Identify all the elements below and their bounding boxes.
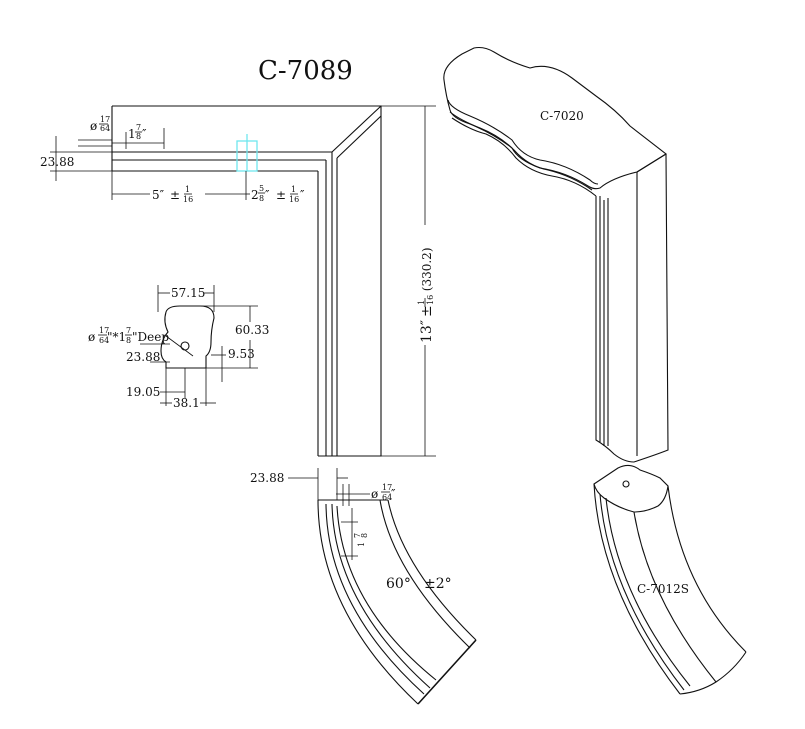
- svg-text:1: 1: [185, 185, 190, 194]
- svg-text:ø: ø: [88, 330, 95, 344]
- svg-text:16: 16: [183, 195, 193, 204]
- svg-text:C-7012S: C-7012S: [637, 582, 689, 596]
- svg-text:1: 1: [291, 185, 296, 194]
- c7012s-isometric: C-7012S: [593, 464, 747, 695]
- svg-text:2: 2: [251, 188, 259, 202]
- svg-text:"*1: "*1: [107, 330, 126, 344]
- hole-callout-top: ø 17 64 1 7 8 ″: [78, 115, 165, 149]
- svg-text:″: ″: [391, 487, 396, 501]
- svg-text:38.1: 38.1: [173, 396, 200, 410]
- vertical-length-dim: 13″±(330.2) 1 16: [381, 105, 436, 457]
- drawing-title: C-7089: [258, 56, 353, 86]
- svg-text:″: ″: [265, 188, 270, 202]
- svg-text:±: ±: [276, 188, 286, 202]
- svg-text:60°: 60°: [386, 576, 411, 592]
- svg-text:64: 64: [100, 124, 110, 133]
- svg-text:17: 17: [99, 326, 109, 335]
- svg-text:″: ″: [142, 127, 147, 141]
- svg-text:±2°: ±2°: [424, 576, 452, 592]
- length-dims-top: 5″ ± 1 16 2 5 8 ″ ± 1 16 ″: [111, 171, 319, 204]
- svg-text:7: 7: [136, 123, 141, 132]
- svg-text:17: 17: [382, 483, 392, 492]
- bend-detail: 23.88 ø 17 64 ″ 1 7 8 60° ±2°: [250, 468, 477, 705]
- svg-text:8: 8: [126, 336, 131, 345]
- profile-section: 57.15 60.33 9.53 ø 17 64 "*1 7 8 "Deep 2…: [88, 285, 269, 410]
- c7020-isometric: C-7020: [443, 46, 669, 463]
- svg-text:64: 64: [99, 336, 109, 345]
- svg-text:8: 8: [136, 132, 141, 141]
- svg-text:9.53: 9.53: [228, 347, 255, 361]
- svg-text:13″±(330.2): 13″±(330.2): [419, 248, 435, 344]
- svg-text:5: 5: [259, 184, 264, 193]
- svg-text:"Deep: "Deep: [132, 330, 169, 344]
- svg-text:8: 8: [360, 533, 369, 538]
- svg-text:23.88: 23.88: [126, 350, 160, 364]
- svg-text:60.33: 60.33: [235, 323, 269, 337]
- svg-text:ø: ø: [90, 119, 97, 133]
- svg-text:1: 1: [417, 300, 426, 305]
- svg-text:23.88: 23.88: [40, 155, 74, 169]
- svg-text:1: 1: [357, 542, 366, 547]
- svg-text:64: 64: [382, 493, 392, 502]
- svg-text:″: ″: [300, 188, 305, 202]
- svg-text:C-7020: C-7020: [540, 109, 584, 123]
- svg-text:17: 17: [100, 115, 110, 124]
- svg-text:ø: ø: [371, 487, 378, 501]
- svg-text:16: 16: [426, 295, 435, 305]
- svg-text:16: 16: [289, 195, 299, 204]
- elbow-top-view: [111, 105, 382, 457]
- svg-text:1: 1: [128, 127, 136, 141]
- svg-text:19.05: 19.05: [126, 385, 160, 399]
- svg-text:±: ±: [170, 188, 180, 202]
- height-dim-left: 23.88: [40, 136, 112, 181]
- svg-text:57.15: 57.15: [171, 286, 205, 300]
- svg-text:7: 7: [126, 326, 131, 335]
- svg-text:8: 8: [259, 194, 264, 203]
- svg-text:5″: 5″: [152, 188, 165, 202]
- svg-text:7: 7: [353, 533, 362, 538]
- svg-text:23.88: 23.88: [250, 471, 284, 485]
